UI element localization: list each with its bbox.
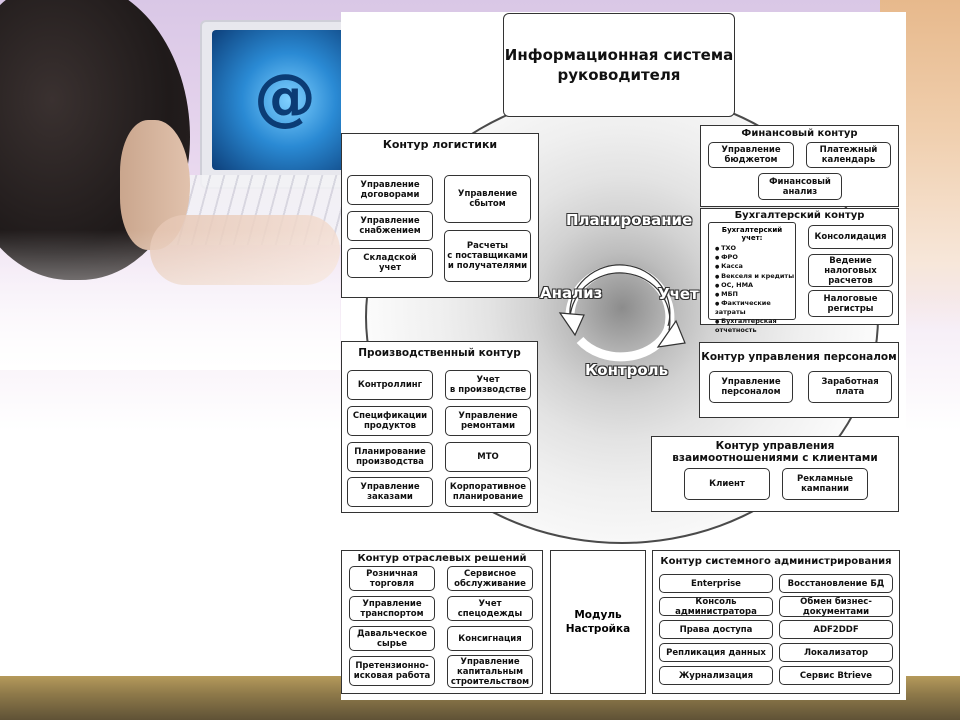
bookkeeping-title: Бухгалтерский контур xyxy=(734,210,865,221)
logistics-title: Контур логистики xyxy=(382,138,498,151)
sysadmin-item: Enterprise xyxy=(659,574,773,593)
bookkeeping-list-item: ОС, НМА xyxy=(715,281,795,290)
production-item: Учет в производстве xyxy=(445,370,531,400)
sysadmin-item: Обмен бизнес- документами xyxy=(779,596,893,617)
cycle-control: Контроль xyxy=(585,361,669,379)
bookkeeping-list-item: Фактические затраты xyxy=(715,299,795,316)
production-item: Планирование производства xyxy=(347,442,433,472)
laptop-screen xyxy=(212,30,352,170)
bookkeeping-list-item: Векселя и кредиты xyxy=(715,272,795,281)
logistics-item: Складской учет xyxy=(347,248,433,278)
bookkeeping-list: ТХО ФРО Касса Векселя и кредиты ОС, НМА … xyxy=(715,244,795,334)
crm-item: Рекламные кампании xyxy=(782,468,868,500)
bookkeeping-item: Ведение налоговых расчетов xyxy=(808,254,893,287)
settings-module: Модуль Настройка xyxy=(550,550,646,694)
industry-item: Розничная торговля xyxy=(349,566,435,591)
personnel-title: Контур управления персоналом xyxy=(701,351,897,363)
bookkeeping-item: Консолидация xyxy=(808,225,893,249)
sysadmin-item: Консоль администратора xyxy=(659,597,773,617)
finance-item: Финансовый анализ xyxy=(758,173,842,200)
cycle-arrows xyxy=(558,264,686,362)
logistics-item: Управление снабжением xyxy=(347,211,433,241)
industry-item: Давальческое сырье xyxy=(349,626,435,651)
cycle-analysis: Анализ xyxy=(540,284,603,302)
bookkeeping-list-item: ТХО xyxy=(715,244,795,253)
logistics-item: Расчеты с поставщиками и получателями xyxy=(444,230,531,282)
personnel-item: Управление персоналом xyxy=(709,371,793,403)
industry-item: Сервисное обслуживание xyxy=(447,566,533,591)
cycle-accounting: Учет xyxy=(658,285,699,303)
sysadmin-item: Репликация данных xyxy=(659,643,773,662)
bookkeeping-list-item: Бухгалтерская отчетность xyxy=(715,317,795,334)
finance-item: Платежный календарь xyxy=(806,142,891,168)
finance-title: Финансовый контур xyxy=(741,128,858,139)
industry-item: Консигнация xyxy=(447,626,533,651)
sysadmin-item: Локализатор xyxy=(779,643,893,662)
industry-item: Претензионно- исковая работа xyxy=(349,656,435,686)
bookkeeping-list-item: ФРО xyxy=(715,253,795,262)
sysadmin-item: ADF2DDF xyxy=(779,620,893,639)
at-sign-icon: @ xyxy=(254,60,316,133)
cycle-planning: Планирование xyxy=(566,211,693,229)
cycle-arrowhead-right xyxy=(656,319,686,348)
logistics-item: Управление договорами xyxy=(347,175,433,205)
bookkeeping-list-box: Бухгалтерский учет: ТХО ФРО Касса Вексел… xyxy=(708,222,796,334)
production-item: Управление заказами xyxy=(347,477,433,507)
sysadmin-item: Права доступа xyxy=(659,620,773,639)
industry-item: Учет спецодежды xyxy=(447,596,533,621)
personnel-item: Заработная плата xyxy=(808,371,892,403)
cycle-arc-upper xyxy=(565,264,675,332)
bookkeeping-item: Налоговые регистры xyxy=(808,290,893,317)
bookkeeping-list-item: Касса xyxy=(715,262,795,271)
production-title: Производственный контур xyxy=(358,347,521,359)
industry-item: Управление транспортом xyxy=(349,596,435,621)
sysadmin-item: Сервис Btrieve xyxy=(779,666,893,685)
background-fade xyxy=(0,230,340,370)
sysadmin-item: Восстановление БД xyxy=(779,574,893,593)
crm-item: Клиент xyxy=(684,468,770,500)
crm-title: Контур управления взаимоотношениями с кл… xyxy=(672,440,878,464)
main-title: Информационная система руководителя xyxy=(503,13,735,117)
industry-item: Управление капитальным строительством xyxy=(447,655,533,688)
industry-title: Контур отраслевых решений xyxy=(357,553,527,564)
production-item: Спецификации продуктов xyxy=(347,406,433,436)
production-item: Контроллинг xyxy=(347,370,433,400)
production-item: Корпоративное планирование xyxy=(445,477,531,507)
cycle-arrowhead-left xyxy=(558,312,585,337)
logistics-item: Управление сбытом xyxy=(444,175,531,223)
finance-item: Управление бюджетом xyxy=(708,142,794,168)
bookkeeping-list-title: Бухгалтерский учет: xyxy=(721,226,783,242)
production-item: Управление ремонтами xyxy=(445,406,531,436)
cycle-arc-lower xyxy=(576,328,673,362)
sysadmin-title: Контур системного администрирования xyxy=(660,556,892,567)
settings-module-label: Модуль Настройка xyxy=(565,609,631,635)
production-item: МТО xyxy=(445,442,531,472)
sysadmin-item: Журнализация xyxy=(659,666,773,685)
bookkeeping-list-item: МБП xyxy=(715,290,795,299)
